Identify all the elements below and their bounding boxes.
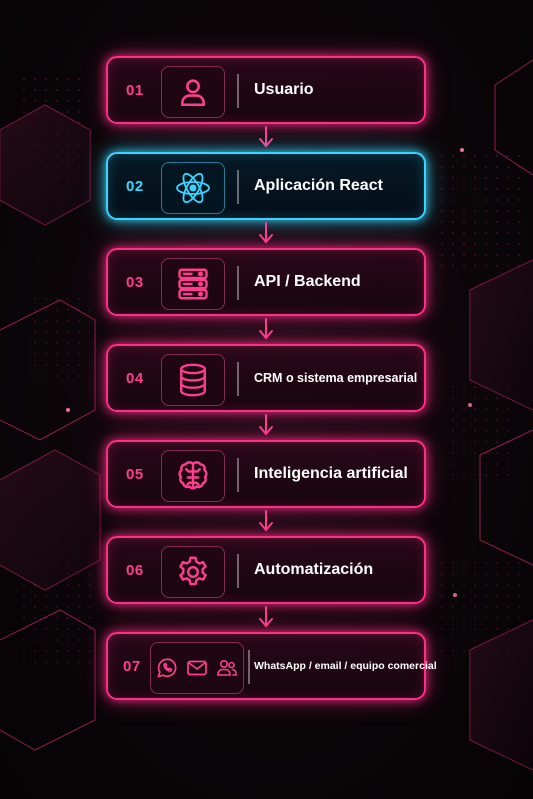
step-number: 05 xyxy=(126,465,144,483)
email-icon xyxy=(185,656,209,680)
step-usuario: 01 Usuario xyxy=(106,56,426,124)
separator xyxy=(248,650,250,684)
step-icon-box xyxy=(161,162,225,214)
step-label: Automatización xyxy=(254,561,374,578)
step-icon-box xyxy=(161,66,225,118)
team-icon xyxy=(215,656,239,680)
separator xyxy=(237,554,239,588)
step-number: 02 xyxy=(126,177,144,195)
arrow-down-icon xyxy=(259,510,273,532)
gear-icon xyxy=(175,554,211,590)
arrow-down-icon xyxy=(259,414,273,436)
user-icon xyxy=(176,75,210,109)
separator xyxy=(237,170,239,204)
step-canales-salida: 07 xyxy=(106,632,437,700)
separator xyxy=(237,362,239,396)
step-number: 01 xyxy=(126,81,144,99)
whatsapp-icon xyxy=(155,656,179,680)
step-number: 03 xyxy=(126,273,144,291)
step-number: 07 xyxy=(123,657,141,675)
arrow-down-icon xyxy=(259,318,273,340)
step-label: WhatsApp / email / equipo comercial xyxy=(254,660,437,672)
step-inteligencia-artificial: 05 Inteligencia artificial xyxy=(106,440,426,508)
react-atom-icon xyxy=(173,168,213,208)
step-api-backend: 03 API / Backend xyxy=(106,248,426,316)
separator xyxy=(237,266,239,300)
step-label: Aplicación React xyxy=(254,177,383,194)
step-icon-box xyxy=(161,546,225,598)
step-icon-box xyxy=(161,354,225,406)
arrow-down-icon xyxy=(259,606,273,628)
step-icon-box xyxy=(161,258,225,310)
database-icon xyxy=(176,362,210,398)
arrow-down-icon xyxy=(259,222,273,244)
step-crm: 04 CRM o sistema empresarial xyxy=(106,344,426,412)
server-icon xyxy=(175,266,211,302)
separator xyxy=(237,74,239,108)
brain-icon xyxy=(175,458,211,494)
step-icon-box xyxy=(161,450,225,502)
step-label: Inteligencia artificial xyxy=(254,465,408,482)
step-aplicacion-react: 02 Aplicación React xyxy=(106,152,426,220)
step-automatizacion: 06 Automatización xyxy=(106,536,426,604)
arrow-down-icon xyxy=(259,126,273,148)
separator xyxy=(237,458,239,492)
step-label: Usuario xyxy=(254,81,314,98)
step-icon-box xyxy=(150,642,244,694)
step-number: 04 xyxy=(126,369,144,387)
step-number: 06 xyxy=(126,561,144,579)
step-label: API / Backend xyxy=(254,273,361,290)
step-label: CRM o sistema empresarial xyxy=(254,371,418,385)
